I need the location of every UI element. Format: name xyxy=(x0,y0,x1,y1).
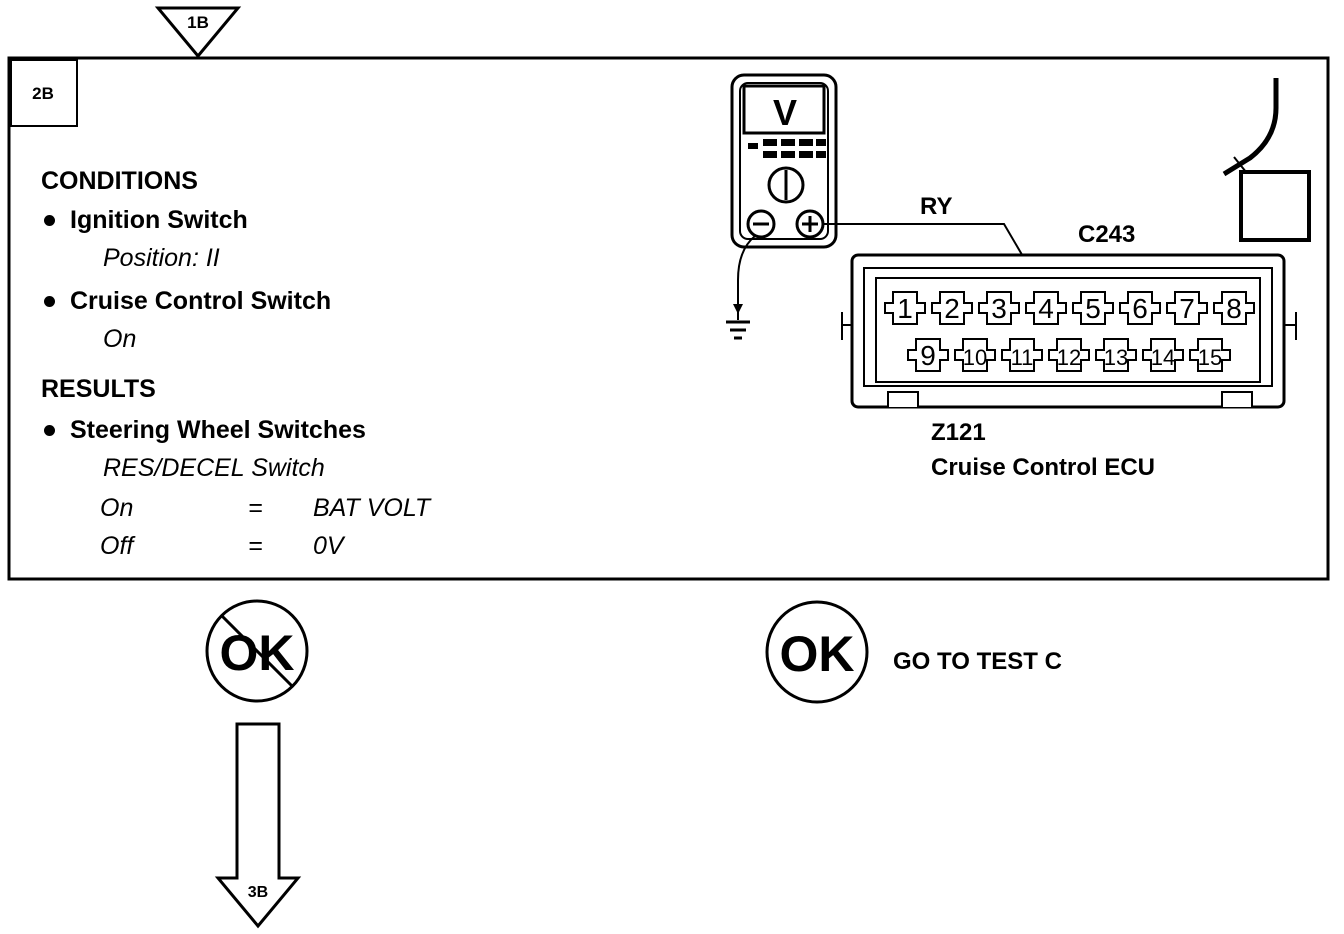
condition-2-label: Cruise Control Switch xyxy=(70,287,332,315)
connector-pin-9: 9 xyxy=(907,338,949,372)
connector-pin-number: 13 xyxy=(1104,345,1128,370)
connector-pin-number: 7 xyxy=(1179,293,1195,324)
connector-pin-3: 3 xyxy=(978,291,1020,325)
bullet-icon xyxy=(44,425,55,436)
ground-lead xyxy=(726,235,756,340)
entry-flow-tag: 1B xyxy=(154,6,242,59)
connector-pin-4: 4 xyxy=(1025,291,1067,325)
connector-pin-1: 1 xyxy=(884,291,926,325)
connector-pin-11: 11 xyxy=(1001,338,1043,372)
module-name-label: Cruise Control ECU xyxy=(931,454,1156,481)
step-tag-text: 2B xyxy=(32,84,54,103)
multimeter: V xyxy=(730,73,838,249)
connector-pin-number: 5 xyxy=(1085,293,1101,324)
connector-pin-8: 8 xyxy=(1213,291,1255,325)
connector-pin-5: 5 xyxy=(1072,291,1114,325)
connector-pin-7: 7 xyxy=(1166,291,1208,325)
connector-pin-number: 3 xyxy=(991,293,1007,324)
next-step-arrow: 3B xyxy=(214,722,302,929)
ok-symbol: OK xyxy=(765,600,869,704)
connector-pin-number: 9 xyxy=(920,340,936,371)
connector-pin-number: 10 xyxy=(963,345,987,370)
connector-pin-number: 1 xyxy=(897,293,913,324)
exit-tag-text: 3B xyxy=(248,884,268,901)
meter-display-text: V xyxy=(773,92,797,133)
connector-pin-15: 15 xyxy=(1189,338,1231,372)
connector-pin-12: 12 xyxy=(1048,338,1090,372)
condition-1-detail: Position: II xyxy=(103,244,220,272)
connector-pin-number: 2 xyxy=(944,293,960,324)
connector-pin-6: 6 xyxy=(1119,291,1161,325)
result-row-1-state: On xyxy=(100,494,134,522)
result-item-label: Steering Wheel Switches xyxy=(70,416,366,444)
bullet-icon xyxy=(44,296,55,307)
result-row-2-eq: = xyxy=(248,532,263,560)
connector-bottom-pin-row: 9 10 11 12 13 14 15 xyxy=(907,338,1231,372)
connector-id-label: C243 xyxy=(1078,221,1136,248)
connector-pin-number: 6 xyxy=(1132,293,1148,324)
harness-connector-icon xyxy=(1222,78,1311,242)
meter-dial-icon xyxy=(767,166,805,204)
connector-pin-number: 11 xyxy=(1011,345,1034,370)
result-row-1-eq: = xyxy=(248,494,263,522)
entry-tag-text: 1B xyxy=(187,13,209,32)
conditions-heading: CONDITIONS xyxy=(41,167,198,195)
connector-pin-number: 8 xyxy=(1226,293,1242,324)
results-heading: RESULTS xyxy=(41,375,156,403)
result-row-1-value: BAT VOLT xyxy=(313,494,431,522)
negative-terminal-icon xyxy=(746,209,776,239)
not-ok-symbol: OK xyxy=(205,599,309,703)
connector-pin-10: 10 xyxy=(954,338,996,372)
step-tag-box xyxy=(10,59,78,127)
condition-1-label: Ignition Switch xyxy=(70,206,248,234)
bullet-icon xyxy=(44,215,55,226)
result-row-2-state: Off xyxy=(100,532,134,560)
module-id-label: Z121 xyxy=(931,419,986,446)
condition-2-detail: On xyxy=(103,325,137,353)
connector-pin-2: 2 xyxy=(931,291,973,325)
ok-action-label: GO TO TEST C xyxy=(893,648,1062,675)
connector-pin-number: 14 xyxy=(1151,345,1175,370)
test-step-box xyxy=(7,56,1330,581)
connector-pin-13: 13 xyxy=(1095,338,1137,372)
connector-pin-14: 14 xyxy=(1142,338,1184,372)
connector-pin-number: 15 xyxy=(1198,345,1222,370)
result-item-detail: RES/DECEL Switch xyxy=(103,454,325,482)
connector-pin-number: 12 xyxy=(1057,345,1081,370)
ok-text: OK xyxy=(780,626,855,682)
meter-buttons xyxy=(748,139,826,158)
wire-color-label: RY xyxy=(920,193,953,220)
connector-pin-number: 4 xyxy=(1038,293,1054,324)
result-row-2-value: 0V xyxy=(313,532,344,560)
meter-display xyxy=(742,84,826,135)
